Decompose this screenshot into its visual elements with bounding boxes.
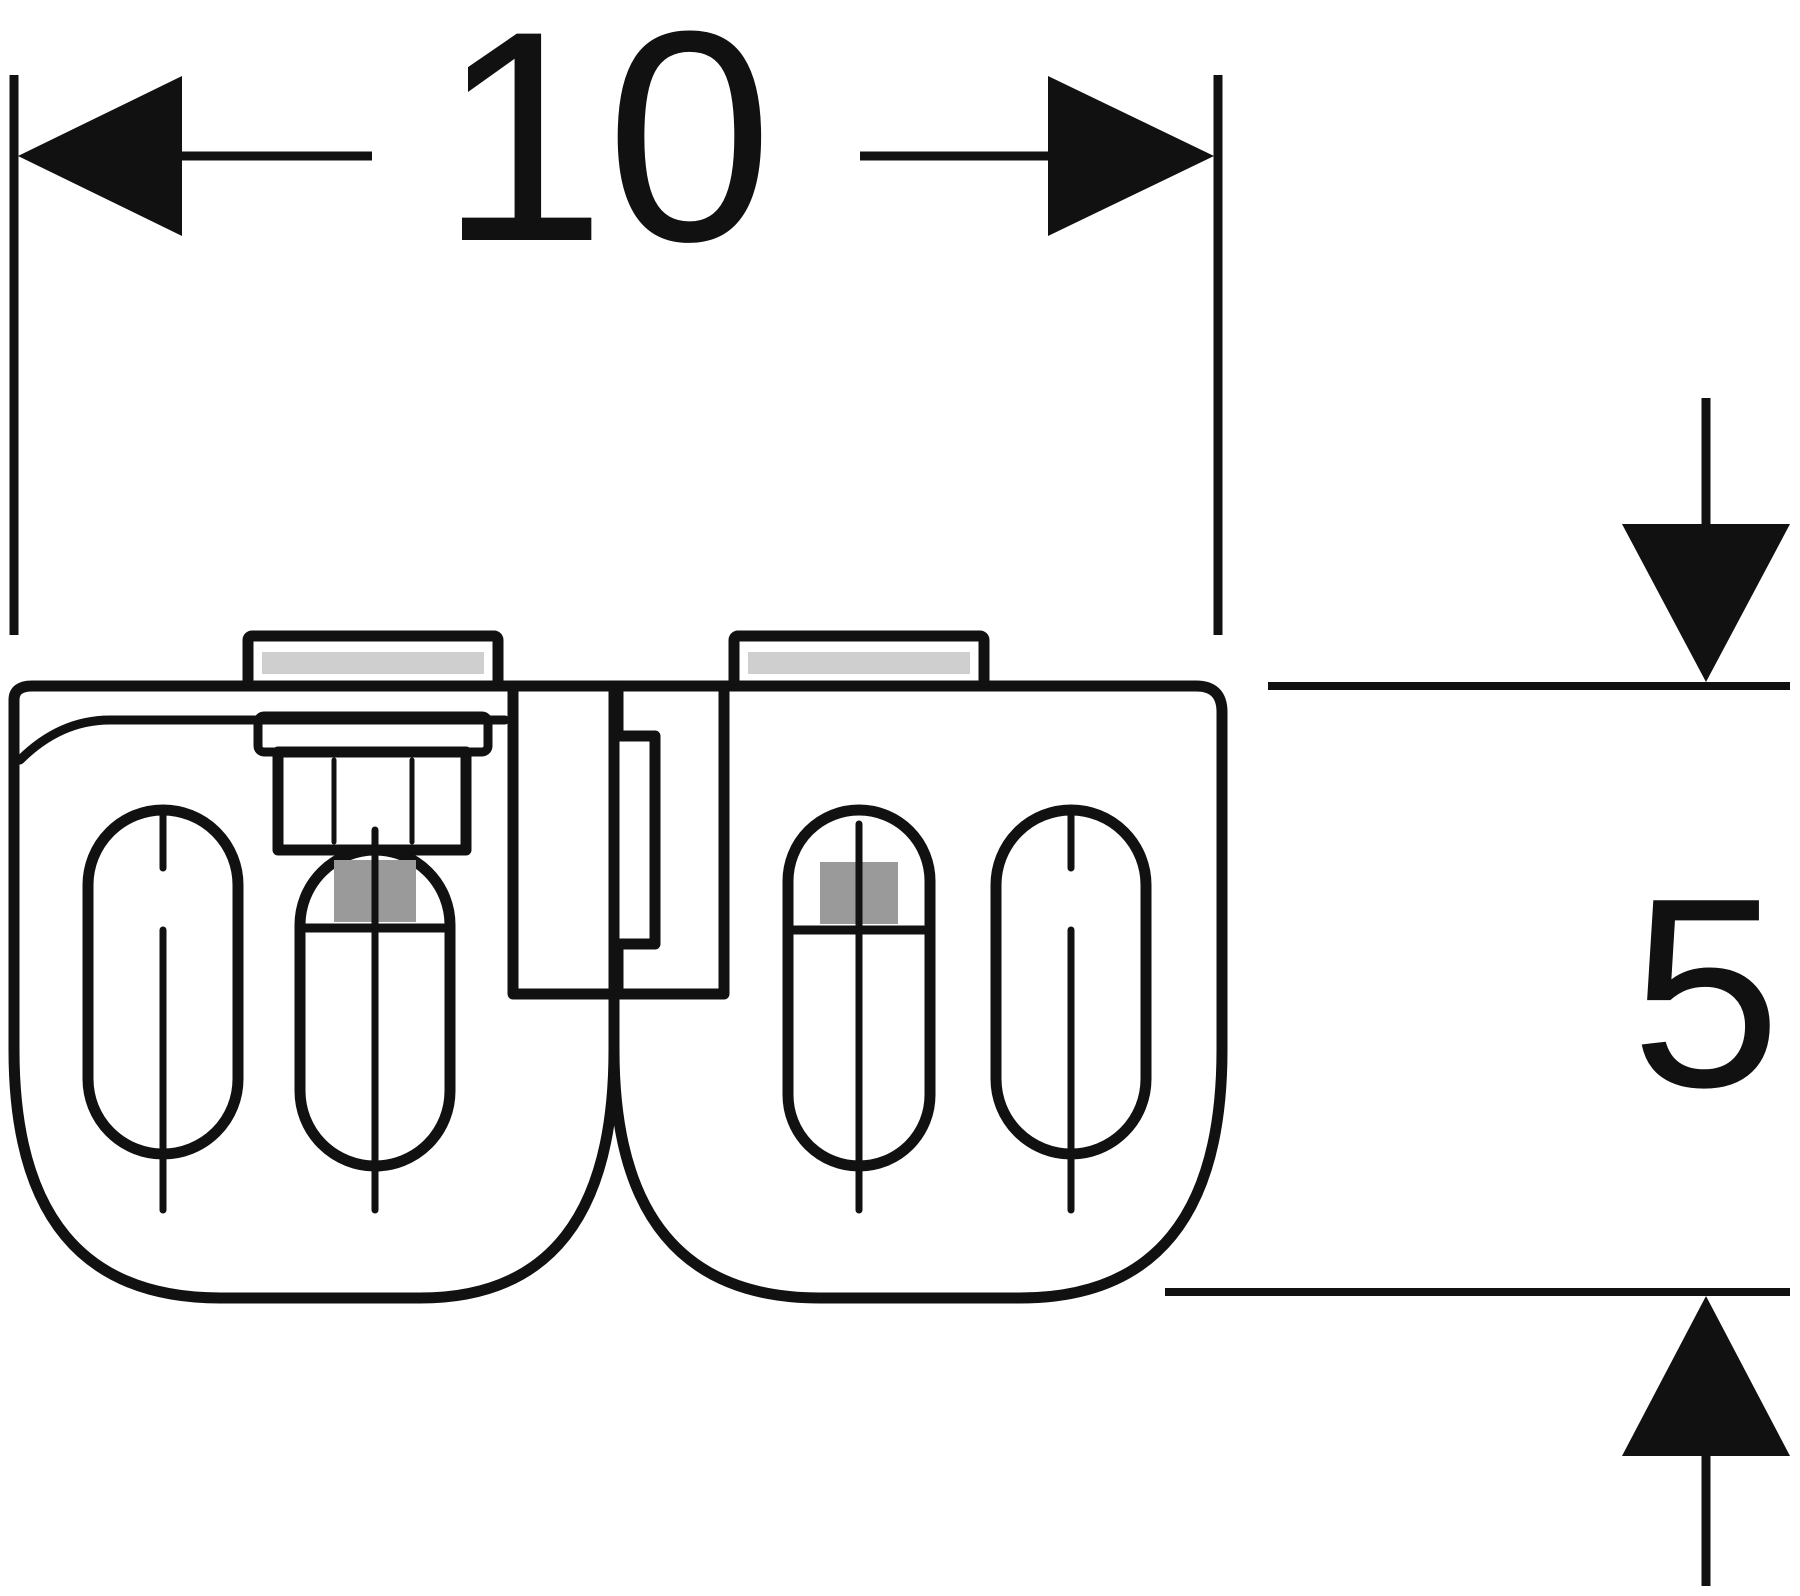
width-dimension-label: 10 [439, 0, 773, 304]
clamp-right-half-outline [608, 680, 1228, 1304]
latch-notch [612, 680, 661, 1000]
width-arrowhead-left [18, 76, 182, 236]
height-dimension [1165, 398, 1790, 1586]
clamp-left-half-outline [8, 680, 620, 1304]
clamp-left-inner-curve [15, 715, 510, 765]
width-arrowhead-right [1048, 76, 1214, 236]
pipe-clamp [8, 630, 1228, 1304]
left-top-cap [242, 630, 504, 692]
width-dimension [9, 75, 1223, 635]
right-top-cap-fill [748, 652, 970, 674]
height-dimension-label: 5 [1631, 843, 1781, 1144]
right-top-cap [728, 630, 990, 692]
left-top-cap-fill [262, 652, 484, 674]
height-arrowhead-top [1622, 524, 1790, 682]
height-arrowhead-bottom [1622, 1296, 1790, 1456]
